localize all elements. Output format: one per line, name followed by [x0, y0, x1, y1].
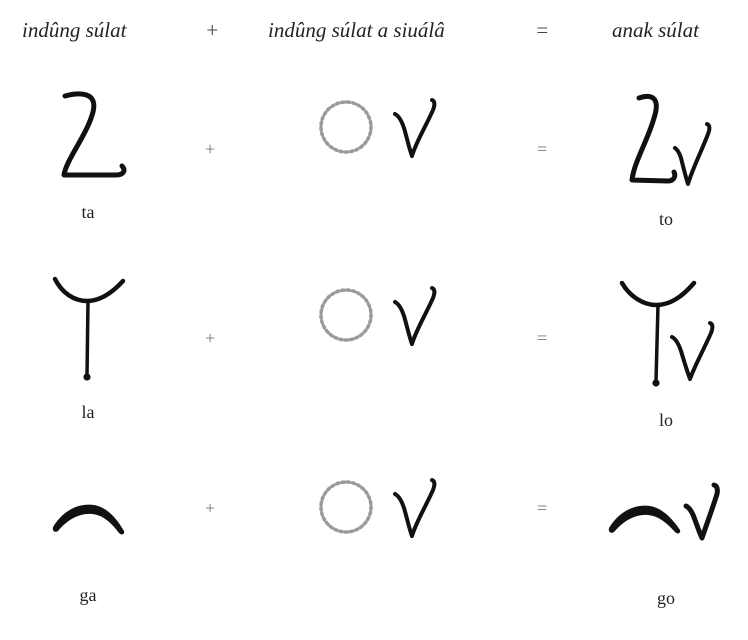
plus-sign: +: [205, 139, 216, 159]
equals-sign: =: [537, 139, 548, 159]
result-label-lo: lo: [658, 410, 673, 430]
dotted-circle-o-mark-icon: [319, 478, 437, 538]
la-glyph-icon: [52, 276, 126, 381]
result-label-to: to: [658, 209, 673, 229]
base-label-ta: ta: [81, 202, 95, 222]
result-label-go: go: [657, 588, 675, 608]
lo-glyph-icon: [619, 280, 715, 387]
equals-sign: =: [537, 328, 548, 348]
header-equals-sign: =: [535, 18, 550, 42]
header-result-script: anak súlat: [612, 18, 699, 42]
header-base-script: indûng súlat: [22, 18, 127, 42]
base-label-ga: ga: [79, 585, 97, 605]
plus-sign: +: [205, 328, 216, 348]
dotted-circle-o-mark-icon: [319, 286, 437, 346]
ta-glyph-icon: [61, 91, 127, 178]
header-plus-sign: +: [205, 18, 220, 42]
dotted-circle-o-mark-icon: [319, 98, 437, 158]
ga-glyph-icon: [52, 504, 125, 535]
equals-sign: =: [537, 498, 548, 518]
to-glyph-icon: [629, 93, 712, 186]
plus-sign: +: [205, 498, 216, 518]
go-glyph-icon: [608, 482, 720, 541]
header-vowel-mark: indûng súlat a siuálâ: [268, 18, 445, 42]
base-label-la: la: [81, 402, 95, 422]
